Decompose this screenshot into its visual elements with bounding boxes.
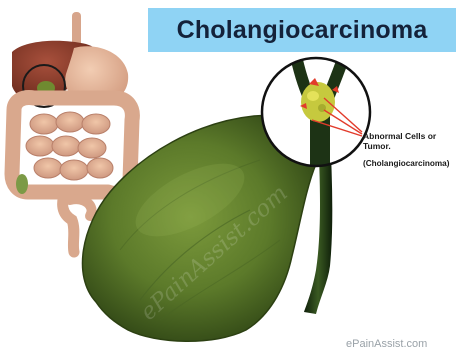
appendix: [16, 174, 28, 194]
cholangiocarcinoma-label: (Cholangiocarcinoma): [363, 159, 463, 168]
tumor-mass: [301, 82, 335, 122]
page-title: Cholangiocarcinoma: [177, 16, 428, 45]
watermark-bottom: ePainAssist.com: [346, 338, 427, 350]
title-banner: Cholangiocarcinoma: [148, 8, 456, 52]
small-intestine: [26, 112, 113, 180]
abnormal-cells-label: Abnormal Cells or Tumor.: [363, 131, 458, 151]
